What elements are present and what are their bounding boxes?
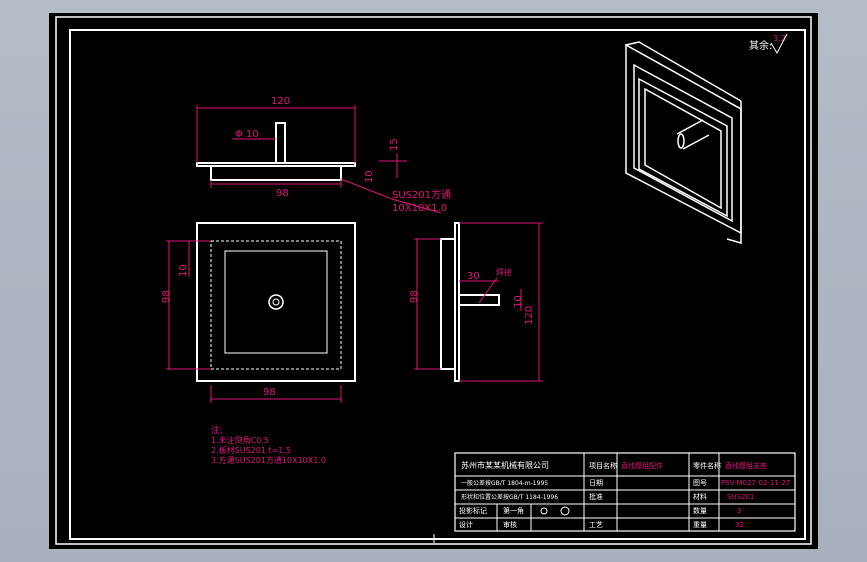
side-pin-h: 10 — [513, 295, 524, 308]
tb-design: 设计 — [459, 520, 473, 529]
tb-material: SUS201 — [727, 493, 754, 501]
tb-part-name: 直线模组支座 — [725, 461, 767, 470]
tb-proj: 投影标记 — [459, 506, 487, 515]
iso-view — [625, 41, 742, 244]
tb-mass: 32 — [735, 521, 744, 529]
tb-material-label: 材料 — [693, 492, 707, 501]
note-3: 3.方通SUS201方通10X10X1.0 — [211, 455, 326, 465]
front-material-callout: SUS201方通 — [392, 188, 451, 201]
notes: 注: 1.未注倒角C0.5 2.板材SUS201 t=1.5 3.方通SUS20… — [211, 424, 326, 465]
cad-drawing: 其余: 3.2 120 Φ 10 98 15 10 SUS201方通 — [55, 16, 812, 545]
title-block: 苏州市某某机械有限公司 一般公差按GB/T 1804-m-1995 形状和位置公… — [454, 452, 796, 532]
side-weld: 焊接 — [496, 267, 512, 277]
side-height-left: 98 — [409, 290, 420, 303]
inner-border — [69, 29, 806, 540]
tb-company: 苏州市某某机械有限公司 — [461, 460, 549, 470]
roughness-value: 3.2 — [773, 34, 786, 43]
roughness-icon — [770, 33, 788, 55]
front-width-bottom: 98 — [276, 188, 289, 199]
front-hole-dia: Φ 10 — [235, 129, 259, 140]
top-width-bottom: 98 — [263, 387, 276, 398]
side-pin-len: 30 — [467, 271, 480, 282]
note-2: 2.板材SUS201 t=1.5 — [211, 445, 291, 455]
tb-check: 审核 — [503, 520, 517, 529]
tb-craft: 工艺 — [589, 521, 603, 529]
front-material-size: 10X10X1.0 — [392, 203, 447, 214]
top-offset: 10 — [178, 264, 189, 277]
front-width-top: 120 — [271, 96, 290, 107]
tb-scale: 第一角 — [503, 506, 524, 515]
side-view: 98 30 焊接 10 120 — [409, 222, 543, 382]
front-plate-thk: 10 — [364, 170, 375, 183]
front-pin-height: 15 — [389, 138, 400, 151]
tb-part-name-label: 零件名称 — [693, 461, 721, 470]
drawing-sheet: 其余: 3.2 120 Φ 10 98 15 10 SUS201方通 — [49, 13, 818, 549]
roughness-label: 其余: — [749, 39, 772, 52]
outer-border — [55, 16, 812, 545]
tb-mass-label: 重量 — [693, 521, 707, 529]
tb-product-label: 项目名称 — [589, 461, 617, 470]
tb-drawing-no: PSV-M027-02-11-27 — [721, 479, 790, 487]
front-view: 120 Φ 10 98 15 10 SUS201方通 10X10X1.0 — [196, 96, 451, 214]
proj-icon-left — [540, 507, 548, 515]
tb-qty-label: 数量 — [693, 506, 707, 515]
tb-drawing-no-label: 图号 — [693, 479, 707, 487]
proj-icon-right — [560, 506, 570, 516]
side-total: 120 — [524, 306, 535, 325]
tb-tol1: 一般公差按GB/T 1804-m-1995 — [461, 479, 548, 487]
note-1: 1.未注倒角C0.5 — [211, 435, 269, 445]
tb-qty: 3 — [737, 507, 741, 515]
tb-tol2: 形状和位置公差按GB/T 1184-1996 — [461, 493, 558, 501]
note-0: 注: — [211, 424, 223, 436]
tb-date-label: 日期 — [589, 479, 603, 487]
tb-product: 直线模组配件 — [621, 461, 663, 470]
tb-approve: 批准 — [589, 492, 603, 501]
top-height-left: 98 — [161, 290, 172, 303]
top-view: 98 10 98 — [161, 222, 356, 403]
